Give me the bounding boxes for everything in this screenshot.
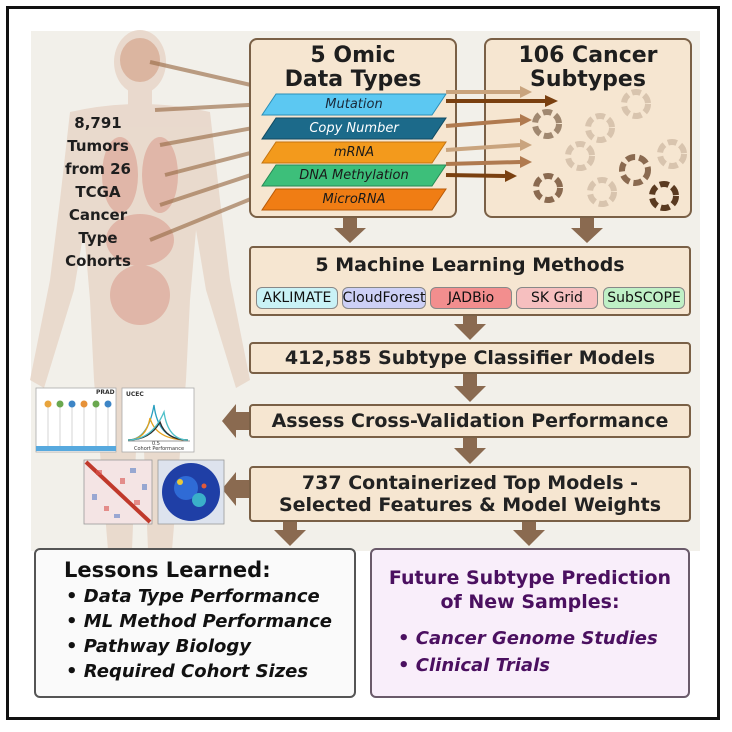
ucec-x-tick: 0.5: [152, 441, 160, 447]
omic-title-line-1: 5 Omic: [310, 43, 396, 68]
assess-performance-bar: Assess Cross-Validation Performance: [249, 404, 691, 438]
omic-mutation: Mutation: [325, 97, 383, 112]
tumor-line-3: Cancer Type: [68, 206, 128, 247]
lesson-item-text: Data Type Performance: [83, 586, 320, 607]
method-cloudforest: CloudForest: [342, 287, 426, 309]
subtype-ring: [657, 139, 687, 169]
tumor-line-4: Cohorts: [65, 252, 131, 270]
ucec-label: UCEC: [126, 391, 144, 398]
omic-title-line-2: Data Types: [284, 67, 422, 92]
dna-methylation-band: [261, 164, 447, 187]
future-item: • Cancer Genome Studies: [398, 628, 658, 649]
future-item-text: Clinical Trials: [415, 655, 550, 676]
lesson-item: • Pathway Biology: [66, 636, 252, 657]
subtype-ring: [621, 89, 651, 119]
method-sk-grid: SK Grid: [516, 287, 598, 309]
tumor-cohort-label: 8,791 Tumors from 26 TCGA Cancer Type Co…: [48, 112, 148, 273]
containerized-line-1: 737 Containerized Top Models -: [301, 472, 639, 494]
prad-lollipop-thumbnail: [35, 387, 117, 453]
lesson-item: • Required Cohort Sizes: [66, 661, 309, 682]
method-aklimate: AKLIMATE: [256, 287, 338, 309]
future-prediction-box: [370, 548, 690, 698]
lesson-item-text: ML Method Performance: [83, 611, 332, 632]
microrna-band: [261, 188, 447, 211]
lesson-item: • Data Type Performance: [66, 586, 320, 607]
future-title: Future Subtype Prediction of New Samples…: [370, 566, 690, 614]
down-arrow: [454, 316, 486, 340]
ucec-density-thumbnail: [121, 387, 195, 453]
subtype-ring: [532, 109, 562, 139]
down-arrow: [571, 218, 603, 243]
subtype-title-line-1: 106 Cancer: [518, 43, 658, 68]
left-arrow: [222, 404, 249, 438]
tumor-line-2: from 26 TCGA: [65, 160, 131, 201]
lesson-item-text: Pathway Biology: [83, 636, 252, 657]
prad-label: PRAD: [96, 389, 115, 396]
left-arrow: [222, 472, 249, 506]
omic-microrna: MicroRNA: [322, 192, 386, 207]
human-body-illustration: [30, 30, 267, 550]
omic-flow-graphic: [261, 86, 687, 243]
ml-methods-title: 5 Machine Learning Methods: [315, 254, 625, 276]
future-title-line-1: Future Subtype Prediction: [388, 567, 672, 589]
down-arrow: [454, 374, 486, 402]
future-item-text: Cancer Genome Studies: [415, 628, 658, 649]
lesson-item: • ML Method Performance: [66, 611, 332, 632]
method-subscope: SubSCOPE: [603, 287, 685, 309]
down-arrow: [334, 218, 366, 243]
network-map-thumbnail: [157, 459, 225, 525]
down-arrow: [454, 438, 486, 464]
subtype-box-title: 106 Cancer Subtypes: [484, 44, 692, 92]
future-title-line-2: of New Samples:: [440, 591, 620, 613]
mrna-band: [261, 141, 447, 164]
containerized-line-2: Selected Features & Model Weights: [278, 494, 662, 516]
omic-copy-number: Copy Number: [309, 121, 399, 136]
down-arrow: [513, 522, 545, 546]
down-arrow: [274, 522, 306, 546]
mutation-band: [261, 93, 447, 116]
copy-number-band: [261, 117, 447, 140]
omic-dna-methylation: DNA Methylation: [299, 168, 409, 183]
subtype-ring: [649, 181, 679, 211]
lessons-title: Lessons Learned:: [64, 558, 271, 582]
lessons-learned-box: [34, 548, 356, 698]
subtype-ring: [533, 173, 563, 203]
containerized-models-bar: 737 Containerized Top Models - Selected …: [249, 466, 691, 522]
subtype-ring: [585, 113, 615, 143]
subtype-ring: [587, 177, 617, 207]
tumor-line-1: 8,791 Tumors: [67, 114, 129, 155]
ucec-x-label: Cohort Performance: [134, 446, 185, 452]
outer-frame: [6, 6, 720, 720]
pipeline-arrows: [35, 316, 545, 546]
classifier-models-bar: 412,585 Subtype Classifier Models: [249, 342, 691, 374]
subtype-ring: [565, 141, 595, 171]
feature-heatmap-thumbnail: [83, 459, 153, 525]
lesson-item-text: Required Cohort Sizes: [83, 661, 309, 682]
method-jadbio: JADBio: [430, 287, 512, 309]
subtype-title-line-2: Subtypes: [530, 67, 646, 92]
subtype-ring: [619, 154, 651, 186]
future-item: • Clinical Trials: [398, 655, 550, 676]
omic-box-title: 5 Omic Data Types: [249, 44, 457, 92]
omic-mrna: mRNA: [333, 145, 375, 160]
